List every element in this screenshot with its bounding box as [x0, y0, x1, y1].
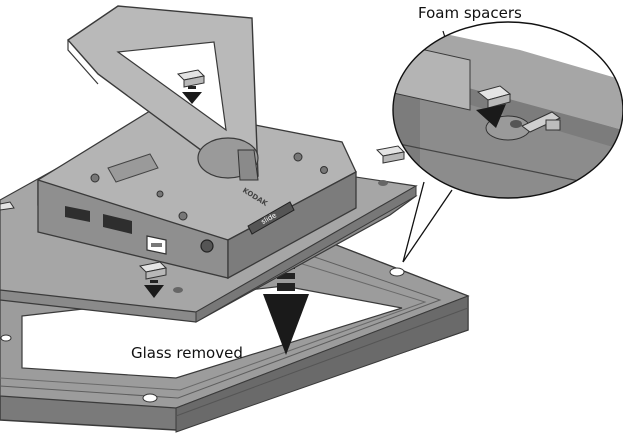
foam-spacer-top: [176, 69, 206, 88]
foam-spacer-left-edge: [0, 201, 15, 211]
down-arrow-spacer-bottom: [144, 280, 164, 298]
foam-spacers-label: Foam spacers: [418, 4, 522, 22]
foam-spacer-right: [375, 145, 406, 164]
down-arrow-zoomed: [476, 104, 506, 128]
frame-device-body: [37, 105, 357, 280]
usb-port: [146, 235, 167, 255]
power-jack: [200, 239, 214, 253]
zoom-callout: [392, 21, 623, 199]
foam-spacer-bottom: [138, 261, 168, 280]
keyhole-slot-right: [389, 267, 405, 277]
foam-spacer-zoomed: [476, 85, 512, 109]
kickstand: [66, 5, 259, 181]
down-arrow-spacer-top: [182, 86, 202, 104]
card-slot-1: [65, 206, 90, 222]
card-slot-2: [103, 214, 132, 234]
keyhole-slot-left: [142, 393, 158, 403]
glass-removed-label: Glass removed: [131, 344, 243, 362]
